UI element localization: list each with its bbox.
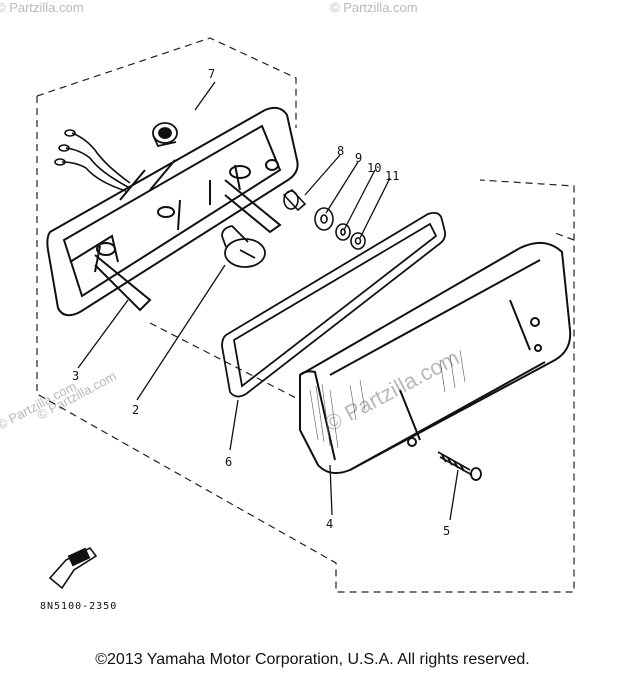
- lens-part-4: [299, 241, 572, 475]
- housing-part-3: [46, 106, 299, 317]
- callout-label: 9: [355, 151, 362, 165]
- callout-label: 8: [337, 144, 344, 158]
- callout-label: 7: [208, 67, 215, 81]
- gasket-part-6: [221, 211, 447, 398]
- part-number: 8N5100-2350: [40, 601, 117, 612]
- fwd-arrow-icon: [48, 546, 98, 590]
- callouts: 7 8 9 10 11 3 2 6 4 5: [72, 67, 450, 538]
- small-hardware: [282, 188, 366, 250]
- lens-shading: [309, 349, 466, 449]
- watermark-layer: © Partzilla.com © Partzilla.com © Partzi…: [0, 0, 463, 436]
- callout-label: 3: [72, 369, 79, 383]
- wire-harness: [54, 129, 131, 192]
- callout-label: 2: [132, 403, 139, 417]
- copyright-notice: ©2013 Yamaha Motor Corporation, U.S.A. A…: [95, 651, 530, 668]
- callout-label: 11: [385, 169, 399, 183]
- callout-label: 4: [326, 517, 333, 531]
- watermark: © Partzilla.com: [330, 0, 418, 15]
- screw-part-5: [437, 451, 482, 481]
- watermark-large: © Partzilla.com: [321, 345, 464, 437]
- watermark: © Partzilla.com: [0, 0, 84, 15]
- callout-label: 5: [443, 524, 450, 538]
- leader-lines: [77, 81, 459, 521]
- grommet-part-7: [152, 122, 178, 148]
- bulb-part-2: [221, 225, 266, 268]
- callout-label: 10: [367, 161, 381, 175]
- callout-label: 6: [225, 455, 232, 469]
